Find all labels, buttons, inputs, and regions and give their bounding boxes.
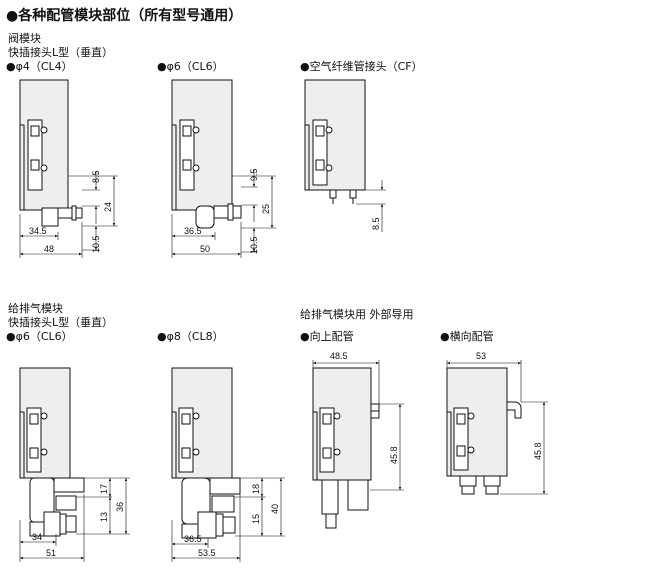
dim-s2-cl8-a: 18 (251, 484, 261, 494)
label-s2-cl6: ●φ6（CL6） (6, 330, 73, 343)
section1-subtitle: 快插接头L型（垂直） (8, 46, 114, 59)
label-cl6: ●φ6（CL6） (157, 60, 224, 73)
dim-cl4-c: 10.5 (91, 235, 101, 253)
dim-s2-cl8-w1: 36.5 (184, 534, 202, 544)
drawing-up-piping (312, 360, 404, 529)
label-up-piping: ●向上配管 (300, 330, 354, 343)
drawing-cf (304, 79, 386, 232)
dim-s2-cl8-b: 40 (270, 504, 280, 514)
section3-title: 给排气模块用 外部导用 (300, 308, 414, 321)
dim-cl4-w2: 48 (44, 244, 54, 254)
section2-title: 给排气模块 (8, 302, 63, 315)
dim-side-h: 45.8 (533, 442, 543, 460)
drawing-side-piping (446, 360, 548, 495)
drawing-cl4 (19, 79, 118, 258)
dim-cl6-a: 9.5 (249, 168, 259, 181)
drawing-s2-cl8 (171, 367, 285, 562)
dim-cl4-a: 8.5 (91, 170, 101, 183)
drawing-s2-cl6 (19, 367, 130, 562)
page-heading: ●各种配管模块部位（所有型号通用） (6, 8, 243, 24)
dim-s2-cl6-a: 17 (99, 484, 109, 494)
dim-s2-cl6-c: 13 (99, 512, 109, 522)
label-cf: ●空气纤维管接头（CF） (300, 60, 423, 73)
dim-cl6-w2: 50 (200, 244, 210, 254)
dim-side-w: 53 (476, 351, 486, 361)
dim-cl4-w1: 34.5 (29, 226, 47, 236)
dim-s2-cl6-b: 36 (115, 502, 125, 512)
label-s2-cl8: ●φ8（CL8） (157, 330, 224, 343)
dim-s2-cl6-w1: 34 (32, 532, 42, 542)
dim-cl6-b: 25 (261, 204, 271, 214)
section1-title: 阀模块 (8, 32, 41, 45)
drawing-cl6 (171, 79, 276, 258)
dim-s2-cl6-w2: 51 (46, 548, 56, 558)
dim-cf-a: 8.5 (371, 217, 381, 230)
label-side-piping: ●横向配管 (440, 330, 494, 343)
dim-cl6-c: 10.5 (249, 236, 259, 254)
dim-up-w: 48.5 (330, 351, 348, 361)
label-cl4: ●φ4（CL4） (6, 60, 73, 73)
section2-subtitle: 快插接头L型（垂直） (8, 316, 114, 329)
dim-cl6-w1: 36.5 (184, 226, 202, 236)
dim-cl4-b: 24 (103, 202, 113, 212)
dim-s2-cl8-w2: 53.5 (198, 548, 216, 558)
dim-up-h: 45.8 (389, 446, 399, 464)
dim-s2-cl8-c: 15 (251, 514, 261, 524)
